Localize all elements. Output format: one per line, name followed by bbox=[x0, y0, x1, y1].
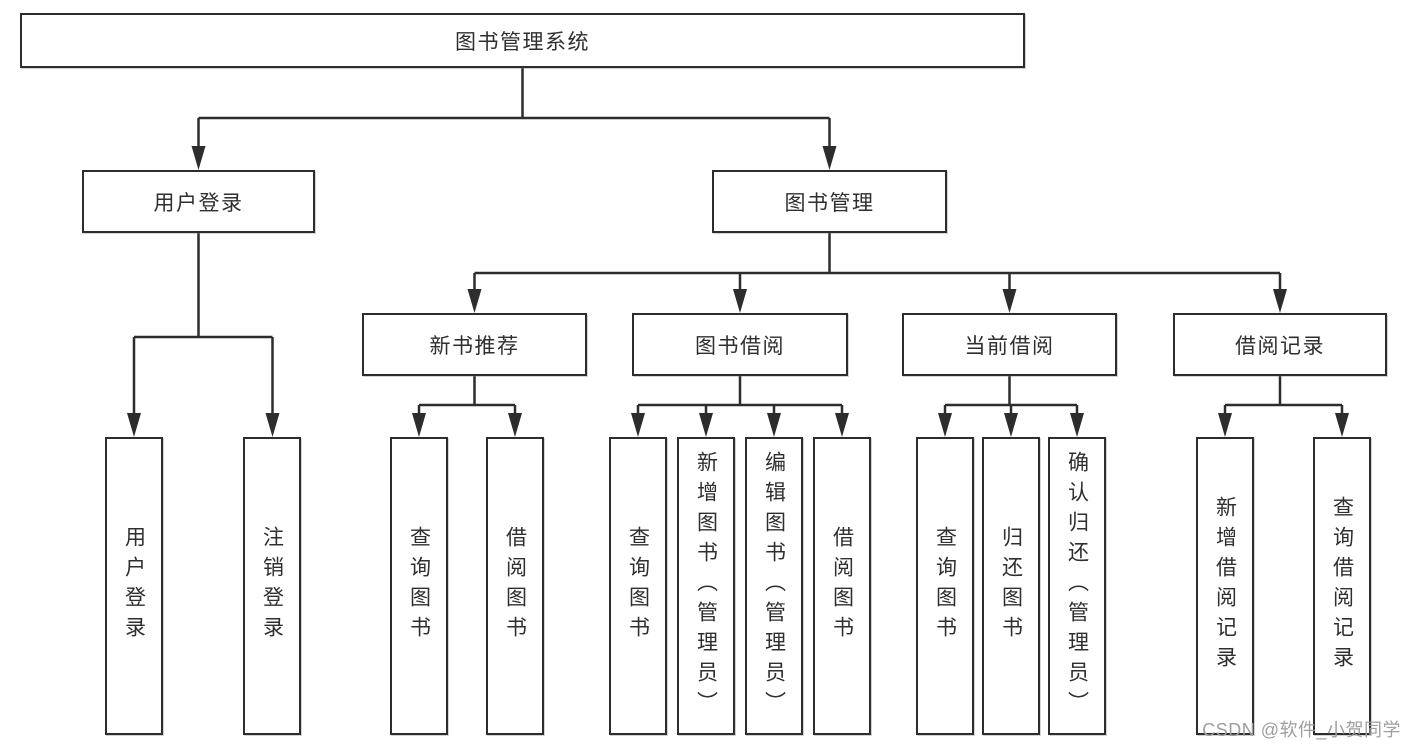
leaf-query-books-borrow: 查询图书 bbox=[609, 437, 667, 735]
leaf-add-borrow-record-label: 新增借阅记录 bbox=[1213, 496, 1237, 676]
leaf-logout: 注销登录 bbox=[243, 437, 301, 735]
node-book-management-label: 图书管理 bbox=[784, 191, 875, 215]
node-user-login-label: 用户登录 bbox=[153, 191, 244, 215]
leaf-user-login-label: 用户登录 bbox=[122, 526, 146, 646]
leaf-query-books-recommend-label: 查询图书 bbox=[407, 526, 431, 646]
leaf-borrow-books: 借阅图书 bbox=[813, 437, 871, 735]
leaf-add-books-admin: 新增图书（管理员） bbox=[677, 437, 735, 735]
node-borrowing-records-label: 借阅记录 bbox=[1235, 334, 1325, 358]
node-book-borrowing-label: 图书借阅 bbox=[695, 334, 785, 358]
node-book-management: 图书管理 bbox=[712, 170, 947, 233]
leaf-query-books-borrow-label: 查询图书 bbox=[626, 526, 650, 646]
node-current-borrowing-label: 当前借阅 bbox=[964, 334, 1055, 358]
leaf-add-borrow-record: 新增借阅记录 bbox=[1196, 437, 1254, 735]
node-new-book-recommendation-label: 新书推荐 bbox=[429, 334, 520, 358]
node-current-borrowing: 当前借阅 bbox=[902, 313, 1117, 376]
leaf-confirm-return-admin: 确认归还（管理员） bbox=[1048, 437, 1106, 735]
leaf-user-login: 用户登录 bbox=[105, 437, 163, 735]
leaf-query-books-current-label: 查询图书 bbox=[933, 526, 957, 646]
leaf-borrow-books-recommend-label: 借阅图书 bbox=[503, 526, 527, 646]
node-borrowing-records: 借阅记录 bbox=[1173, 313, 1387, 376]
node-root-label: 图书管理系统 bbox=[455, 30, 590, 54]
arrowheads bbox=[127, 146, 1349, 437]
leaf-edit-books-admin-label: 编辑图书（管理员） bbox=[762, 451, 786, 721]
leaf-query-books-current: 查询图书 bbox=[916, 437, 974, 735]
node-root: 图书管理系统 bbox=[20, 13, 1025, 68]
leaf-borrow-books-label: 借阅图书 bbox=[830, 526, 854, 646]
leaf-confirm-return-admin-label: 确认归还（管理员） bbox=[1065, 451, 1089, 721]
node-user-login: 用户登录 bbox=[82, 170, 315, 233]
leaf-add-books-admin-label: 新增图书（管理员） bbox=[694, 451, 718, 721]
connector-paths bbox=[132, 68, 1344, 419]
leaf-logout-label: 注销登录 bbox=[260, 526, 284, 646]
node-book-borrowing: 图书借阅 bbox=[632, 313, 848, 376]
leaf-return-books-label: 归还图书 bbox=[999, 526, 1023, 646]
leaf-edit-books-admin: 编辑图书（管理员） bbox=[745, 437, 803, 735]
leaf-return-books: 归还图书 bbox=[982, 437, 1040, 735]
leaf-query-borrow-record-label: 查询借阅记录 bbox=[1330, 496, 1354, 676]
leaf-borrow-books-recommend: 借阅图书 bbox=[486, 437, 544, 735]
leaf-query-books-recommend: 查询图书 bbox=[390, 437, 448, 735]
node-new-book-recommendation: 新书推荐 bbox=[362, 313, 587, 376]
leaf-query-borrow-record: 查询借阅记录 bbox=[1313, 437, 1371, 735]
